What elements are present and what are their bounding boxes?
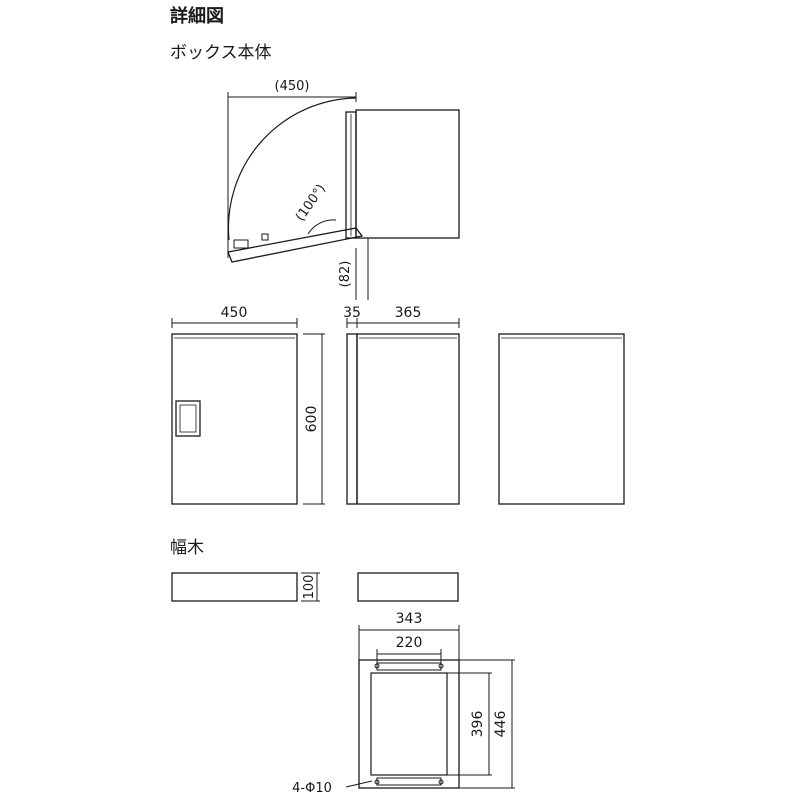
hole-mark [374, 779, 380, 785]
rear-panel [498, 333, 625, 505]
door-depth-label: (82) [338, 261, 353, 288]
body-depth-label: 365 [395, 305, 422, 321]
base-frame-outer [358, 659, 460, 789]
door-thickness-label: 35 [343, 305, 361, 321]
base-inner-length-label: 396 [470, 711, 486, 738]
hole-mark [438, 779, 444, 785]
box-section-heading: ボックス本体 [170, 43, 272, 63]
front-view: 450 600 [171, 305, 325, 505]
door-angle-label: (100°) [293, 182, 329, 225]
drawing-title: 詳細図 [170, 5, 224, 27]
base-front [171, 572, 298, 602]
hole-mark [374, 663, 380, 669]
base-side [357, 572, 459, 602]
side-door [346, 333, 358, 505]
base-depth-label: 343 [396, 611, 423, 627]
plan-door-closed [227, 227, 364, 263]
front-width-label: 450 [221, 305, 248, 321]
side-view: 35 365 [343, 305, 460, 505]
base-inner-label: 220 [396, 635, 423, 651]
front-handle [175, 400, 201, 437]
base-front-view: 100 [171, 572, 320, 602]
base-height-label: 100 [302, 575, 317, 600]
holes-label: 4-Φ10 [292, 781, 332, 796]
door-swing-arc [227, 97, 357, 241]
plan-view: (450) (100°) (82) [227, 79, 460, 300]
plan-width-label: (450) [275, 79, 310, 94]
base-outer-length-label: 446 [493, 711, 509, 738]
side-body [356, 333, 460, 505]
front-panel [171, 333, 298, 505]
base-section-heading: 幅木 [170, 538, 204, 558]
rear-view [498, 333, 625, 505]
base-frame-inner [370, 672, 448, 776]
base-plan-view: 343 220 396 446 4-Φ10 [292, 611, 515, 796]
angle-arc [307, 219, 337, 235]
holes-leader [345, 780, 373, 788]
base-side-view [357, 572, 459, 602]
hole-mark [438, 663, 444, 669]
plan-body [355, 109, 460, 239]
height-label: 600 [304, 406, 320, 433]
